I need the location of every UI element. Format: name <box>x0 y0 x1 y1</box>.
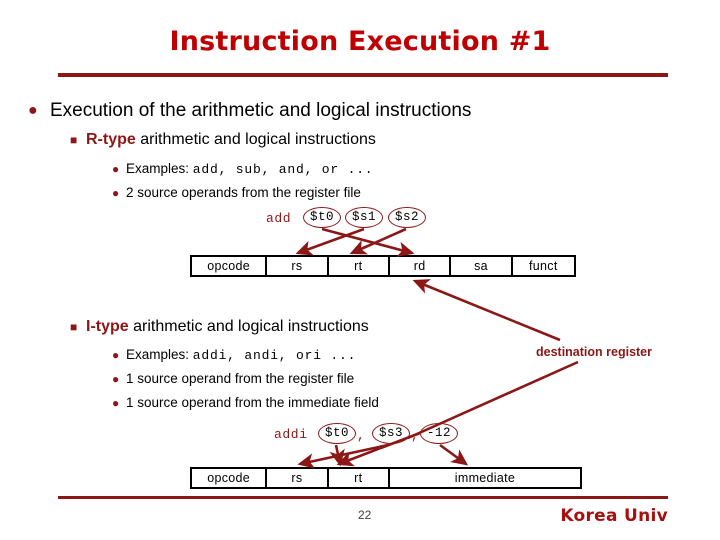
rtype-field-rt: rt <box>329 257 390 275</box>
arrow-itype-t0-to-rt <box>329 444 345 467</box>
itype-separator-0: , <box>357 428 365 443</box>
rtype-mnemonic: add <box>266 211 292 226</box>
rtype-operand-2: $s2 <box>388 207 426 228</box>
rtype-field-rd: rd <box>390 257 452 275</box>
itype-operand-1: $s3 <box>372 423 410 444</box>
arrow-rtype-t0-to-rd <box>321 227 415 257</box>
rtype-examples-label: Examples: <box>126 161 193 176</box>
itype-operand-0: $t0 <box>318 423 356 444</box>
itype-examples-line: ● Examples: addi, andi, ori ... <box>112 347 356 363</box>
organization-label: Korea Univ <box>560 506 668 526</box>
bullet-level1: ● Execution of the arithmetic and logical… <box>28 100 471 122</box>
itype-note2-text: 1 source operand from the immediate fiel… <box>126 395 379 410</box>
rtype-keyword: R-type <box>86 131 136 148</box>
bullet-dot-icon: ● <box>112 396 120 411</box>
arrow-rtype-s2-to-rt <box>349 227 407 255</box>
rtype-format-table: opcode rs rt rd sa funct <box>190 255 576 277</box>
itype-field-rs: rs <box>267 469 329 487</box>
bullet-dot-icon: ● <box>112 186 120 201</box>
rtype-field-funct: funct <box>529 259 558 273</box>
itype-mnemonic: addi <box>274 427 308 442</box>
bullet-dot-icon: ● <box>112 162 120 177</box>
bullet-dot-icon: ● <box>112 372 120 387</box>
itype-field-rt: rt <box>329 469 390 487</box>
itype-examples-label: Examples: <box>126 347 193 362</box>
rtype-field-rs: rs <box>267 257 329 275</box>
bullet-rtype: ■ R-type arithmetic and logical instructi… <box>70 131 376 149</box>
rtype-examples-code: add, sub, and, or ... <box>192 162 374 177</box>
bullet-square-icon: ■ <box>70 132 78 147</box>
bullet-square-icon: ■ <box>70 319 78 334</box>
bullet-level1-text: Execution of the arithmetic and logical … <box>50 100 472 121</box>
itype-note1-line: ● 1 source operand from the register file <box>112 371 354 386</box>
itype-field-immediate: immediate <box>454 471 516 485</box>
rtype-note-line: ● 2 source operands from the register fil… <box>112 185 361 200</box>
bullet-itype: ■ I-type arithmetic and logical instructi… <box>70 318 369 336</box>
bullet-dot-icon: ● <box>28 101 38 119</box>
destination-register-annotation: destination register <box>536 345 652 359</box>
rtype-note-text: 2 source operands from the register file <box>126 185 361 200</box>
arrow-itype-s3-to-rs <box>297 443 389 469</box>
bullet-dot-icon: ● <box>112 348 120 363</box>
arrow-itype-imm-to-immediate <box>439 443 469 466</box>
rtype-operand-1: $s1 <box>345 207 383 228</box>
rtype-field-opcode: opcode <box>192 257 268 275</box>
itype-field-opcode: opcode <box>192 469 268 487</box>
itype-format-table: opcode rs rt immediate <box>190 467 582 489</box>
footer-divider-rule <box>58 496 668 499</box>
page-title: Instruction Execution #1 <box>169 26 551 57</box>
arrow-rtype-s1-to-rs <box>295 227 365 256</box>
itype-note1-text: 1 source operand from the register file <box>126 371 355 386</box>
itype-text: arithmetic and logical instructions <box>128 318 369 335</box>
rtype-field-sa: sa <box>451 257 513 275</box>
page-number: 22 <box>358 508 372 522</box>
itype-keyword: I-type <box>86 318 129 335</box>
itype-separator-1: , <box>411 428 419 443</box>
rtype-operand-0: $t0 <box>303 207 341 228</box>
arrow-dest-register-to-rd <box>412 279 561 342</box>
itype-operand-2: -12 <box>420 423 458 444</box>
itype-note2-line: ● 1 source operand from the immediate fie… <box>112 395 379 410</box>
rtype-examples-line: ● Examples: add, sub, and, or ... <box>112 161 373 177</box>
rtype-text: arithmetic and logical instructions <box>135 131 376 148</box>
itype-examples-code: addi, andi, ori ... <box>192 348 357 363</box>
title-divider-rule <box>58 73 668 77</box>
